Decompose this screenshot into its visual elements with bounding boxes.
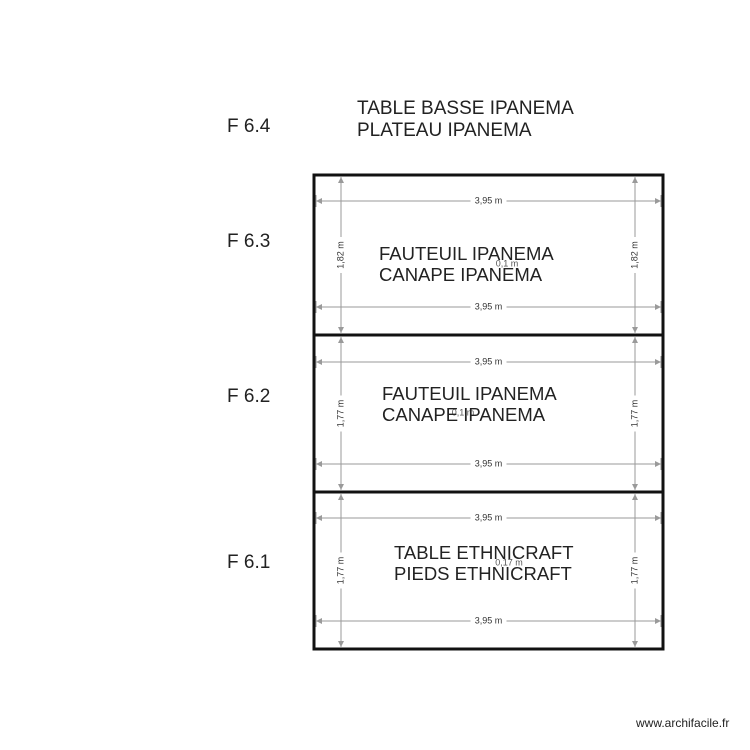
room-3-height-left-label: 1,77 m xyxy=(335,557,345,585)
room-1-width-bottom-label: 3,95 m xyxy=(475,301,503,311)
room-1-line-1: FAUTEUIL IPANEMA xyxy=(379,243,554,264)
room-2-height-right-label: 1,77 m xyxy=(629,400,639,428)
row-label-f62: F 6.2 xyxy=(227,386,271,407)
outer-wall xyxy=(312,173,665,651)
room-1-height-left-label: 1,82 m xyxy=(335,241,345,269)
room-2-width-bottom-line-arrow-left xyxy=(316,461,322,467)
room-3-width-top-label: 3,95 m xyxy=(475,512,503,522)
header-line-1: TABLE BASSE IPANEMA xyxy=(357,98,574,119)
dimension-lines: 3,95 m 3,95 m 1,82 m 1,82 m 3,95 m 3,95 m 1,77… xyxy=(315,177,662,647)
room-1-width-bottom-line-arrow-left xyxy=(316,304,322,310)
room-3-width-top-bg xyxy=(470,512,507,524)
room-3-width-bottom-line-arrow-right xyxy=(655,618,661,624)
room-2-width-top-bg xyxy=(470,356,507,368)
room-2-width-top-line-arrow-left xyxy=(316,359,322,365)
room-2-line-2: CANAPE IPANEMA xyxy=(382,404,546,425)
room-2-line-1: FAUTEUIL IPANEMA xyxy=(382,383,557,404)
room-2-height-left-bg xyxy=(335,395,347,432)
room-1-width-bottom-line-arrow-right xyxy=(655,304,661,310)
room-2-width-bottom-line-arrow-right xyxy=(655,461,661,467)
room-3-line-2: PIEDS ETHNICRAFT xyxy=(394,563,572,584)
room-3-area-label: 0,17 m xyxy=(495,557,523,567)
room-2-width-top-label: 3,95 m xyxy=(475,356,503,366)
room-3-width-bottom-line-arrow-left xyxy=(316,618,322,624)
row-label-f64: F 6.4 xyxy=(227,116,271,137)
room-1-width-bottom-bg xyxy=(470,301,507,313)
room-1-line-2: CANAPE IPANEMA xyxy=(379,264,543,285)
room-1-height-right-line-arrow-bottom xyxy=(632,327,638,333)
room-2-height-left-line-arrow-top xyxy=(338,337,344,343)
walls xyxy=(312,173,665,651)
room-3-height-right-line-arrow-bottom xyxy=(632,641,638,647)
row-label-f61: F 6.1 xyxy=(227,552,271,573)
room-1-height-left-bg xyxy=(335,237,347,273)
room-2-width-bottom-label: 3,95 m xyxy=(475,458,503,468)
room-1-width-top-bg xyxy=(470,195,507,207)
room-2-height-right-line-arrow-bottom xyxy=(632,484,638,490)
watermark: www.archifacile.fr xyxy=(636,716,730,730)
room-2-area-label: 0,1 m xyxy=(452,407,475,417)
room-3-height-left-bg xyxy=(335,552,347,589)
room-3-line-1: TABLE ETHNICRAFT xyxy=(394,542,574,563)
row-label-f63: F 6.3 xyxy=(227,231,271,252)
header-line-2: PLATEAU IPANEMA xyxy=(357,120,532,141)
room-2-height-left-line-arrow-bottom xyxy=(338,484,344,490)
room-1-height-right-bg xyxy=(629,237,641,273)
room-1-width-top-line-arrow-right xyxy=(655,198,661,204)
room-2-width-top-line-arrow-right xyxy=(655,359,661,365)
room-3-width-bottom-label: 3,95 m xyxy=(475,615,503,625)
room-3-height-right-label: 1,77 m xyxy=(629,557,639,585)
room-3-height-left-line-arrow-top xyxy=(338,494,344,500)
room-1-height-right-line-arrow-top xyxy=(632,177,638,183)
room-3-width-top-line-arrow-right xyxy=(655,515,661,521)
room-2-height-left-label: 1,77 m xyxy=(335,400,345,428)
room-1-width-top-label: 3,95 m xyxy=(475,195,503,205)
room-1-area-label: 0,1 m xyxy=(496,258,519,268)
room-1-height-left-line-arrow-bottom xyxy=(338,327,344,333)
room-1-height-right-label: 1,82 m xyxy=(629,241,639,269)
room-1-width-top-line-arrow-left xyxy=(316,198,322,204)
room-1-height-left-line-arrow-top xyxy=(338,177,344,183)
room-2-width-bottom-bg xyxy=(470,458,507,470)
room-3-height-right-bg xyxy=(629,552,641,589)
room-3-height-right-line-arrow-top xyxy=(632,494,638,500)
room-2-height-right-line-arrow-top xyxy=(632,337,638,343)
room-3-height-left-line-arrow-bottom xyxy=(338,641,344,647)
room-3-width-top-line-arrow-left xyxy=(316,515,322,521)
room-3-width-bottom-bg xyxy=(470,615,507,627)
room-2-height-right-bg xyxy=(629,395,641,432)
